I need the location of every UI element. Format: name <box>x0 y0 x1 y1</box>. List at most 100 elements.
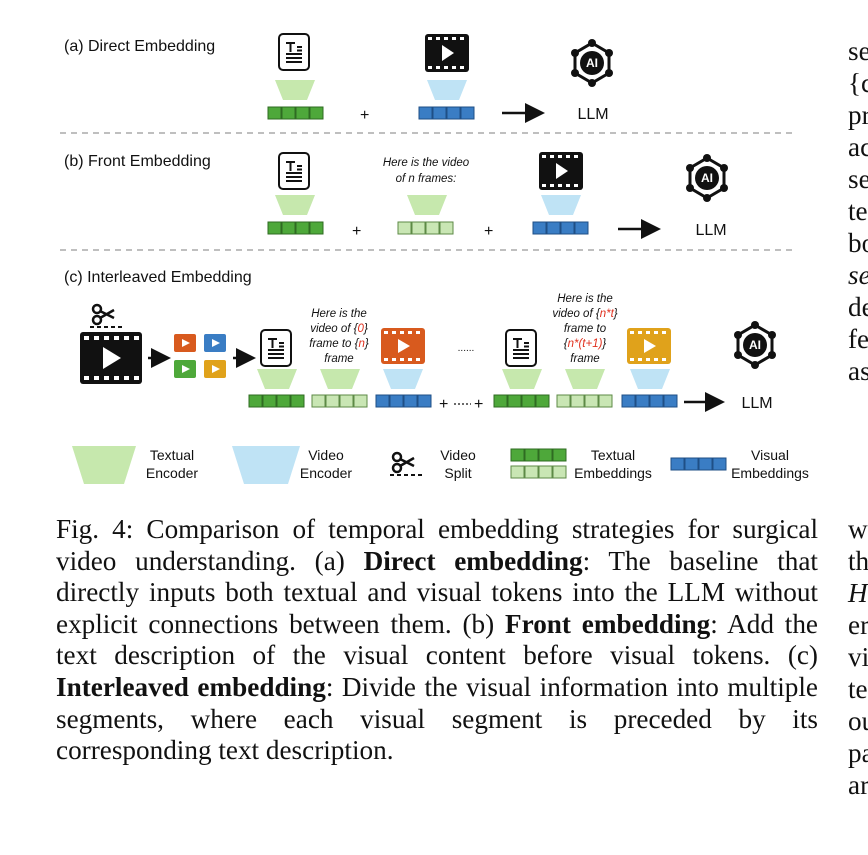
right-column-line: ac <box>848 132 868 162</box>
interleaved-prompt-2: Here is the video of {n*t} frame to {n*(… <box>552 293 617 365</box>
right-column-line: w <box>848 514 868 544</box>
figure-caption: Fig. 4: Comparison of temporal embedding… <box>56 514 818 767</box>
plus-sign: + <box>484 223 493 240</box>
ai-label: AI <box>749 338 761 352</box>
scissors-icon <box>88 303 124 329</box>
caption-text: Comparison of temporal embedding strateg… <box>56 514 819 576</box>
textual-encoder <box>275 195 315 215</box>
llm-label: LLM <box>577 106 608 123</box>
ellipsis: ...... <box>458 343 475 354</box>
textual-encoder <box>257 369 297 389</box>
textual-encoder <box>502 369 542 389</box>
right-column-line: se <box>848 36 868 66</box>
textual-embeddings-prompt <box>311 394 368 408</box>
legend-visual-embeddings <box>670 457 727 471</box>
interleaved-prompt-1: Here is the video of {0} frame to {n} fr… <box>309 308 369 365</box>
video-encoder <box>541 195 581 215</box>
caption-bold: Front embedding <box>505 608 711 639</box>
panel-c-title: (c) Interleaved Embedding <box>64 269 252 286</box>
caption-bold: Direct embedding <box>363 545 583 576</box>
right-column-line: de <box>848 292 868 322</box>
front-prompt-line-1: Here is the video <box>383 157 470 169</box>
legend-visual-embeddings-line1: Visual <box>751 447 789 463</box>
llm-label: LLM <box>741 395 772 412</box>
right-column-line: {c <box>848 68 868 98</box>
svg-text:frame to: frame to <box>564 323 607 335</box>
right-column-line: te <box>848 674 868 704</box>
textual-embeddings <box>267 221 324 235</box>
video-icon <box>425 34 469 72</box>
visual-embeddings <box>621 394 678 408</box>
svg-text:{n*(t+1)}: {n*(t+1)} <box>564 338 607 350</box>
video-encoder <box>427 80 467 100</box>
video-clips-icon <box>174 334 226 378</box>
right-column-line: pr <box>848 100 868 130</box>
right-column-line: ou <box>848 706 868 736</box>
textual-embeddings <box>267 106 324 120</box>
figure-4-diagram: (a) Direct Embedding + AI LLM (b) Front … <box>60 33 809 484</box>
video-encoder <box>383 369 423 389</box>
textual-encoder <box>565 369 605 389</box>
caption-bold: Interleaved embedding <box>56 671 326 702</box>
video-segment-orange-icon <box>381 328 425 364</box>
legend: Textual Encoder Video Encoder Video Spli… <box>72 446 809 484</box>
video-icon <box>539 152 583 190</box>
prompt1-line-1: Here is the <box>311 308 367 320</box>
visual-embeddings <box>375 394 432 408</box>
text-document-icon <box>260 329 292 367</box>
svg-text:Here is the: Here is the <box>557 293 613 305</box>
legend-video-split-line1: Video <box>440 447 476 463</box>
textual-embeddings-prompt <box>397 221 454 235</box>
textual-embeddings-prompt <box>556 394 613 408</box>
right-column-line: pa <box>848 738 868 768</box>
legend-textual-encoder-line1: Textual <box>150 447 194 463</box>
source-video-icon <box>80 332 142 384</box>
right-column-line: fe <box>848 324 868 354</box>
text-document-icon <box>278 152 310 190</box>
svg-text:frame: frame <box>570 353 599 365</box>
svg-text:video of {0}: video of {0} <box>310 323 368 335</box>
panel-a-title: (a) Direct Embedding <box>64 38 215 55</box>
plus-sign: + <box>474 396 483 413</box>
text-document-icon <box>278 33 310 71</box>
textual-encoder <box>407 195 447 215</box>
prompt1-line-4: frame <box>324 353 353 365</box>
right-column-line: ar <box>848 770 868 800</box>
legend-video-encoder-swatch <box>232 446 300 484</box>
video-encoder <box>630 369 670 389</box>
caption-label: Fig. 4: <box>56 514 134 544</box>
caption-text: : Add the text description of the visual… <box>56 608 818 671</box>
legend-textual-embeddings-line2: Embeddings <box>574 465 652 481</box>
panel-b-title: (b) Front Embedding <box>64 153 211 170</box>
right-column-line: bo <box>848 228 868 258</box>
legend-textual-embeddings-light <box>510 465 567 479</box>
ai-label: AI <box>586 56 598 70</box>
legend-textual-encoder-line2: Encoder <box>146 465 198 481</box>
ai-label: AI <box>701 171 713 185</box>
right-column-line: as <box>848 356 868 386</box>
plus-sign: + <box>360 107 369 124</box>
legend-textual-encoder-swatch <box>72 446 136 484</box>
video-segment-gold-icon <box>627 328 671 364</box>
legend-textual-embeddings-dark <box>510 448 567 462</box>
right-column-line: se <box>848 164 868 194</box>
textual-embeddings <box>248 394 305 408</box>
front-prompt-line-2: of n frames: <box>396 173 457 185</box>
right-column-line: H <box>848 578 868 608</box>
visual-embeddings <box>532 221 589 235</box>
textual-embeddings <box>493 394 550 408</box>
textual-encoder <box>275 80 315 100</box>
legend-visual-embeddings-line2: Embeddings <box>731 465 809 481</box>
right-column-line: er <box>848 610 868 640</box>
svg-text:frame to {n}: frame to {n} <box>309 338 369 350</box>
right-column-line: vi <box>848 642 868 672</box>
right-column-line: te <box>848 196 868 226</box>
right-column-line: th <box>848 546 868 576</box>
plus-sign: + <box>439 396 448 413</box>
legend-textual-embeddings-line1: Textual <box>591 447 635 463</box>
right-column-line: se <box>848 260 868 290</box>
llm-label: LLM <box>695 222 726 239</box>
legend-video-split-line2: Split <box>444 465 471 481</box>
visual-embeddings <box>418 106 475 120</box>
legend-video-encoder-line2: Encoder <box>300 465 352 481</box>
